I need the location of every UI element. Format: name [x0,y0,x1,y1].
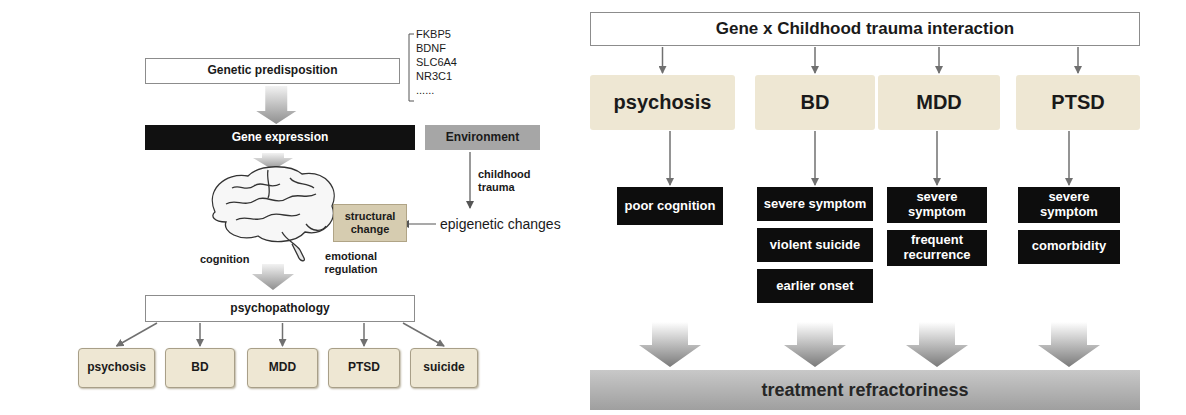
box-text: comorbidity [1032,239,1106,254]
disorder-box: PTSD [328,348,400,388]
box-text: violent suicide [770,238,860,253]
structural-change-box: structural change [333,204,407,242]
result-box: treatment refractoriness [590,370,1140,410]
outcome-box: severe symptom [1018,187,1120,223]
block-arrow [784,322,846,367]
gene-name: SLC6A4 [416,56,457,69]
box-text: psychosis [87,361,146,375]
connector-arrow [117,323,158,346]
disorder-box: BD [755,75,875,130]
outcome-box: severe symptom [757,187,873,221]
connector-arrow [814,47,816,73]
connector-arrow [669,131,671,185]
connector-arrow [363,323,365,346]
connector-arrow [662,47,664,73]
box-text: BD [801,91,830,114]
box-text: BD [191,361,208,375]
box-text: Environment [446,131,519,145]
box-text: severe symptom [764,197,867,212]
outcome-box: violent suicide [757,228,873,262]
outcome-box: frequent recurrence [887,230,987,266]
connector-arrow [282,323,284,346]
box-text: Gene x Childhood trauma interaction [716,19,1014,39]
annotation-label: cognition [200,253,250,266]
disorder-box: suicide [410,348,478,388]
process-box: Genetic predisposition [145,58,400,84]
box-text: treatment refractoriness [761,380,968,401]
disorder-box: PTSD [1016,75,1140,130]
gene-name: FKBP5 [416,28,451,41]
block-arrow [252,264,294,290]
box-text: poor cognition [625,199,716,214]
box-text: structural change [334,210,406,235]
connector-arrow [814,131,816,185]
connector-arrow [403,323,444,346]
box-text: psychosis [614,91,712,114]
box-text: PTSD [1051,91,1104,114]
epigenetic-arrow [402,223,436,224]
box-text: Genetic predisposition [207,64,337,78]
brain-illustration [212,167,334,261]
connector-arrow [1068,131,1070,185]
outcome-box: poor cognition [617,187,723,225]
connector-arrow [199,323,201,346]
annotation-label: epigenetic changes [440,216,561,232]
annotation-label: emotional regulation [312,250,390,275]
disorder-box: BD [165,348,235,388]
box-text: severe symptom [891,190,983,220]
box-text: PTSD [348,361,380,375]
process-box: psychopathology [145,295,415,322]
connector-arrow [938,47,940,73]
connector-arrow [936,131,938,185]
box-text: severe symptom [1022,190,1116,220]
block-arrow [256,86,296,124]
box-text: suicide [423,361,464,375]
disorder-box: psychosis [590,75,735,130]
outcome-box: earlier onset [757,269,873,303]
disorder-box: MDD [878,75,1000,130]
gene-bracket [409,34,414,101]
box-text: Gene expression [232,131,329,145]
outcome-box: severe symptom [887,187,987,223]
block-arrow [1038,322,1100,367]
block-arrow [639,322,701,367]
box-text: MDD [916,91,962,114]
disorder-box: MDD [247,348,318,388]
box-text: frequent recurrence [891,233,983,263]
annotation-label: childhood trauma [478,168,540,193]
disorder-box: psychosis [78,348,155,388]
outcome-box: comorbidity [1018,230,1120,264]
box-text: MDD [269,361,296,375]
box-text: psychopathology [230,302,329,316]
block-arrow [906,322,968,367]
environment-box: Environment [425,125,540,150]
gene-name: BDNF [416,42,446,55]
gene-name: NR3C1 [416,70,452,83]
trauma-arrow [469,152,470,208]
interaction-box: Gene x Childhood trauma interaction [590,12,1140,46]
box-text: earlier onset [776,279,853,294]
gene-name: ...... [416,84,434,97]
connector-arrow [1077,47,1079,73]
process-box: Gene expression [145,125,415,150]
